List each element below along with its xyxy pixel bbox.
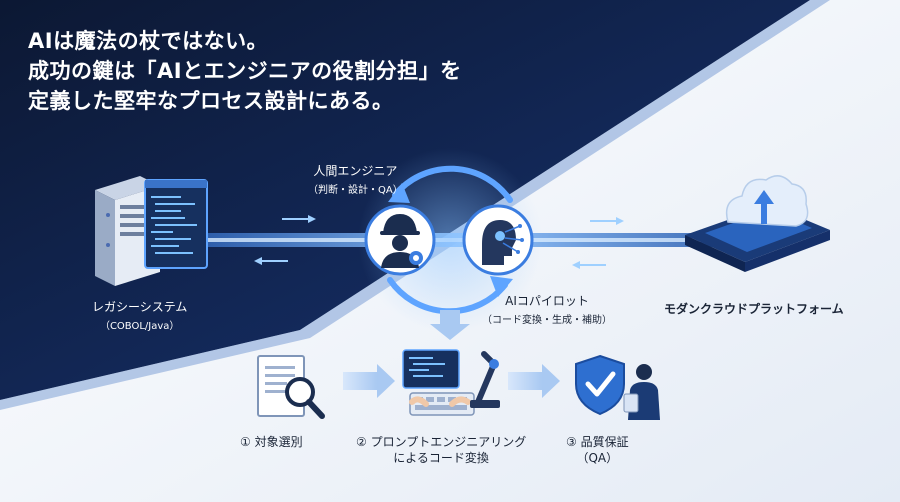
code-window-icon: [144, 179, 208, 269]
human-title: 人間エンジニア: [313, 164, 398, 178]
step-2-text-line2: によるコード変換: [393, 451, 489, 465]
step-3-text: ③ 品質保証: [566, 435, 629, 449]
modern-label: モダンクラウドプラットフォーム: [664, 300, 844, 317]
human-subtitle: （判断・設計・QA）: [308, 185, 403, 196]
human-ai-cycle: [358, 148, 542, 332]
headline-line-2: 成功の鍵は「AIとエンジニアの役割分担」を: [28, 59, 462, 83]
headline-line-1: AIは魔法の杖ではない。: [28, 29, 269, 53]
person-tablet-icon: [623, 364, 660, 420]
step-2-label: ② プロンプトエンジニアリング によるコード変換: [356, 434, 526, 466]
step-2-text: ② プロンプトエンジニアリング: [356, 435, 527, 449]
ai-head-icon: [462, 204, 534, 276]
headline: AIは魔法の杖ではない。 成功の鍵は「AIとエンジニアの役割分担」を 定義した堅…: [28, 26, 462, 116]
engineer-icon: [364, 204, 436, 276]
legacy-label: レガシーシステム （COBOL/Java）: [92, 298, 187, 332]
robot-keyboard-icon: [402, 349, 500, 416]
cloud-upload-icon: [685, 175, 830, 272]
document-search-icon: [257, 355, 325, 419]
step-1-text: ① 対象選別: [240, 435, 303, 449]
human-label: 人間エンジニア （判断・設計・QA）: [308, 162, 403, 196]
headline-line-3: 定義した堅牢なプロセス設計にある。: [28, 89, 394, 113]
step-3-label: ③ 品質保証 （QA）: [566, 434, 629, 466]
legacy-title: レガシーシステム: [92, 300, 188, 314]
shield-check-icon: [575, 354, 625, 416]
step-3-text-line2: （QA）: [576, 451, 619, 465]
copilot-title: AIコパイロット: [505, 294, 589, 308]
legacy-subtitle: （COBOL/Java）: [99, 321, 180, 332]
step-arrows: [343, 364, 560, 398]
copilot-subtitle: （コード変換・生成・補助）: [482, 315, 612, 326]
down-arrow-icon: [430, 310, 470, 340]
modern-title: モダンクラウドプラットフォーム: [664, 302, 844, 316]
copilot-label: AIコパイロット （コード変換・生成・補助）: [482, 292, 612, 326]
step-1-label: ① 対象選別: [240, 434, 303, 450]
